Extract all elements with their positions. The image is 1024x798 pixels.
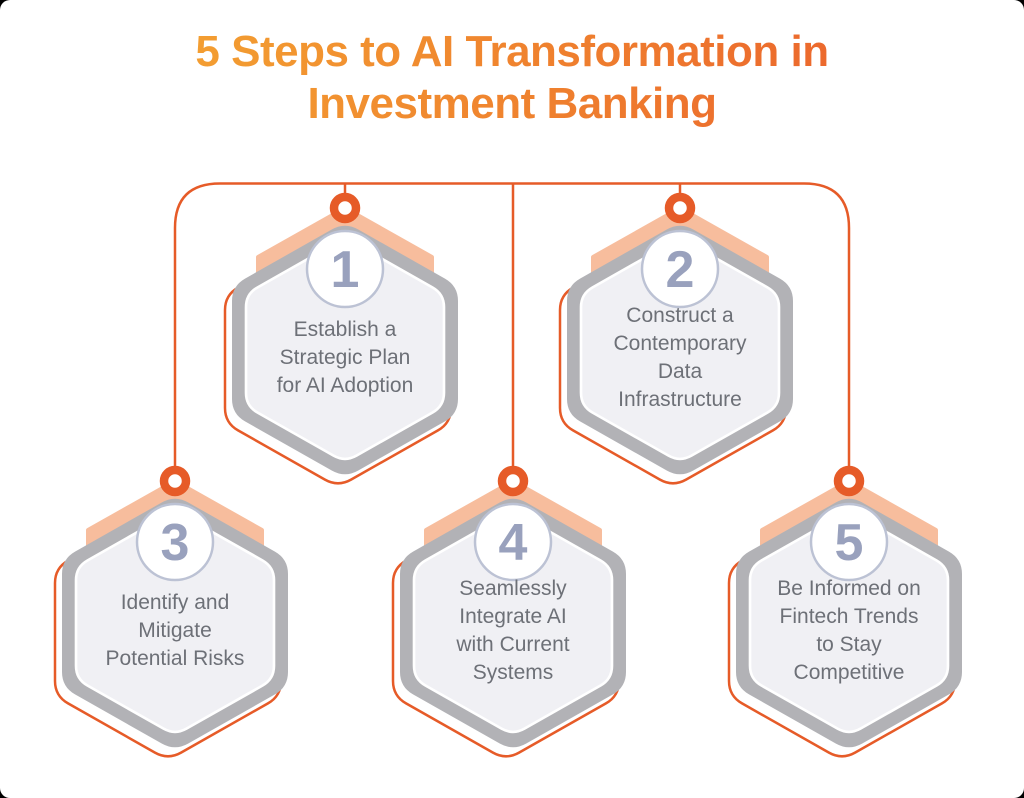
step-number: 5 [835,514,864,572]
connector-node-icon [664,192,696,224]
step-number: 4 [499,514,528,572]
number-circle [640,229,720,309]
step-card-1: 1 Establish a Strategic Plan for AI Adop… [220,190,470,500]
step-label: Seamlessly Integrate AI with Current Sys… [456,577,570,684]
step-card-4: 4 Seamlessly Integrate AI with Current S… [388,463,638,773]
step-card-3-shape: 3 [53,465,288,758]
number-circle [135,502,215,582]
number-circle [809,502,889,582]
connector-node-icon [329,192,361,224]
step-label: Identify and Mitigate Potential Risks [105,591,245,670]
step-label: Establish a Strategic Plan for AI Adopti… [276,318,414,397]
step-card-5: 5 Be Informed on Fintech Trends to Stay … [724,463,974,773]
step-number: 1 [331,241,360,299]
step-card-2-shape: 2 [558,192,793,485]
connector-node-icon [159,465,191,497]
connector-node-icon [833,465,865,497]
number-circle [473,502,553,582]
step-card-2: 2 Construct a Contemporary Data Infrastr… [555,190,805,500]
step-card-4-shape: 4 [391,465,626,758]
step-number: 2 [666,241,695,299]
step-card-5-shape: 5 [727,465,962,758]
step-card-3: 3 Identify and Mitigate Potential Risks [50,463,300,773]
step-label: Be Informed on Fintech Trends to Stay Co… [777,577,921,684]
number-circle [305,229,385,309]
step-label: Construct a Contemporary Data Infrastruc… [613,304,747,411]
connector-node-icon [497,465,529,497]
step-number: 3 [161,514,190,572]
step-card-1-shape: 1 [223,192,458,485]
